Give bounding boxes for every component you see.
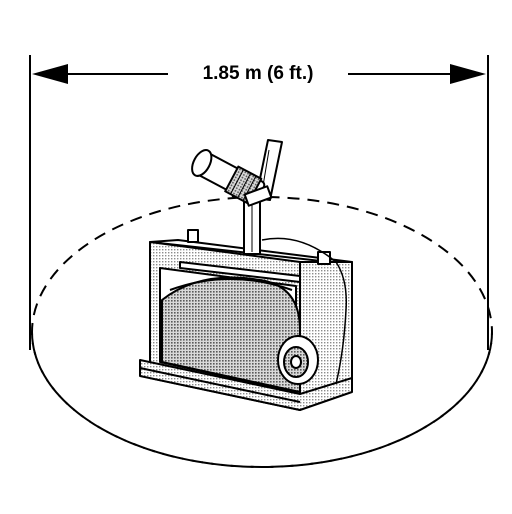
work-light-on-stand-icon [139,139,353,411]
arrow-left-icon [32,64,68,84]
clearance-circle-front [31,331,493,468]
dimension-label: 1.85 m (6 ft.) [168,60,348,88]
arrow-right-icon [450,64,486,84]
